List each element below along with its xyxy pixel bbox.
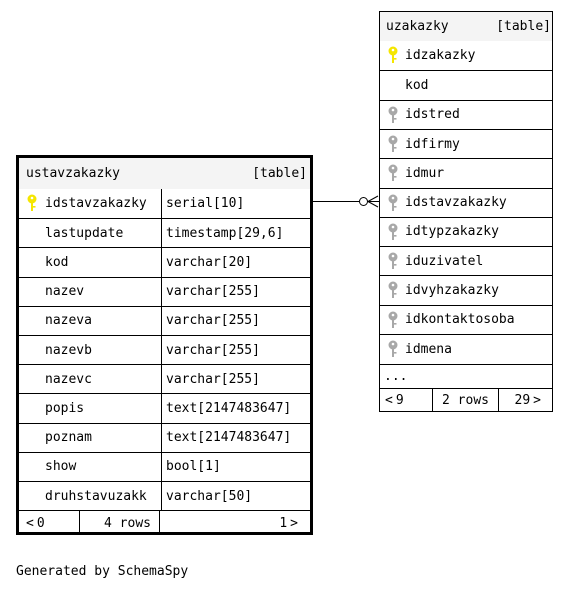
column-row-popis[interactable]: popis text[2147483647] bbox=[19, 393, 310, 423]
column-name: idstred bbox=[405, 107, 460, 123]
column-type: varchar[255] bbox=[161, 336, 310, 365]
column-type: varchar[255] bbox=[161, 365, 310, 394]
column-name: popis bbox=[45, 400, 85, 416]
column-row-idtypzakazky[interactable]: idtypzakazky bbox=[380, 216, 552, 246]
table-footer: <9 2 rows 29> bbox=[380, 388, 552, 411]
parent-count: 0 bbox=[36, 515, 45, 531]
column-row-druhstavuzakk[interactable]: druhstavuzakk varchar[50] bbox=[19, 481, 310, 511]
column-name: nazev bbox=[45, 284, 85, 300]
column-row-idstavzakazky[interactable]: idstavzakazky bbox=[380, 187, 552, 217]
column-name: nazevc bbox=[45, 371, 92, 387]
column-name: druhstavuzakk bbox=[45, 488, 147, 504]
column-row-idzakazky[interactable]: idzakazky bbox=[380, 41, 552, 70]
column-row-idstred[interactable]: idstred bbox=[380, 99, 552, 129]
foreign-key-icon bbox=[387, 135, 399, 153]
column-row-lastupdate[interactable]: lastupdate timestamp[29,6] bbox=[19, 218, 310, 248]
column-row-idkontaktosoba[interactable]: idkontaktosoba bbox=[380, 304, 552, 334]
table-header: uzakazky [table] bbox=[380, 12, 552, 41]
column-row-nazev[interactable]: nazev varchar[255] bbox=[19, 276, 310, 306]
foreign-key-icon bbox=[387, 164, 399, 182]
column-row-idvyhzakazky[interactable]: idvyhzakazky bbox=[380, 275, 552, 304]
column-row-show[interactable]: show bool[1] bbox=[19, 451, 310, 481]
column-name: idtypzakazky bbox=[405, 224, 499, 240]
column-type: text[2147483647] bbox=[161, 394, 310, 423]
table-ustavzakazky[interactable]: ustavzakazky [table] idstavzakazky serial… bbox=[16, 155, 313, 535]
child-count: 1 bbox=[279, 515, 288, 531]
foreign-key-icon bbox=[387, 106, 399, 124]
column-type: varchar[255] bbox=[161, 277, 310, 306]
column-row-poznam[interactable]: poznam text[2147483647] bbox=[19, 422, 310, 452]
foreign-key-icon bbox=[387, 252, 399, 270]
column-name: kod bbox=[45, 254, 69, 270]
chevron-right-icon: > bbox=[533, 392, 541, 408]
column-name: idfirmy bbox=[405, 136, 460, 152]
children-link[interactable]: 29> bbox=[498, 389, 552, 411]
foreign-key-icon bbox=[387, 281, 399, 299]
foreign-key-icon bbox=[387, 311, 399, 329]
column-type: serial[10] bbox=[161, 189, 310, 219]
parents-link[interactable]: <0 bbox=[23, 511, 45, 535]
children-link[interactable]: 1> bbox=[159, 511, 310, 535]
column-name: kod bbox=[405, 77, 429, 93]
row-count: 4 rows bbox=[79, 511, 159, 535]
column-name: idmur bbox=[405, 165, 445, 181]
column-name: idstavzakazky bbox=[45, 196, 147, 212]
column-row-idfirmy[interactable]: idfirmy bbox=[380, 128, 552, 158]
child-count: 29 bbox=[514, 392, 531, 408]
column-row-kod[interactable]: kod varchar[20] bbox=[19, 247, 310, 277]
column-name: idzakazky bbox=[405, 48, 476, 64]
column-name: poznam bbox=[45, 430, 92, 446]
column-name: show bbox=[45, 459, 77, 475]
column-type: timestamp[29,6] bbox=[161, 219, 310, 248]
parents-link[interactable]: <9 bbox=[380, 389, 432, 411]
column-name: nazeva bbox=[45, 313, 92, 329]
chevron-right-icon: > bbox=[290, 515, 298, 531]
table-uzakazky[interactable]: uzakazky [table] idzakazky kod idstred idfi… bbox=[379, 11, 553, 412]
foreign-key-icon bbox=[387, 194, 399, 212]
column-name: lastupdate bbox=[45, 225, 124, 241]
column-row-nazevb[interactable]: nazevb varchar[255] bbox=[19, 335, 310, 365]
table-footer: <0 4 rows 1> bbox=[19, 510, 310, 535]
column-type: varchar[50] bbox=[161, 482, 310, 511]
column-row-nazevc[interactable]: nazevc varchar[255] bbox=[19, 364, 310, 394]
column-type: bool[1] bbox=[161, 452, 310, 481]
chevron-left-icon: < bbox=[385, 392, 393, 408]
column-name: idvyhzakazky bbox=[405, 283, 499, 299]
column-name: iduzivatel bbox=[405, 253, 484, 269]
column-row-idmur[interactable]: idmur bbox=[380, 158, 552, 187]
table-name[interactable]: ustavzakazky bbox=[26, 166, 120, 181]
column-name: idmena bbox=[405, 341, 452, 357]
more-columns-row: ... bbox=[380, 364, 552, 388]
parent-count: 9 bbox=[395, 392, 404, 408]
foreign-key-icon bbox=[387, 340, 399, 358]
chevron-left-icon: < bbox=[26, 515, 34, 531]
column-row-idstavzakazky[interactable]: idstavzakazky serial[10] bbox=[19, 189, 310, 219]
column-row-nazeva[interactable]: nazeva varchar[255] bbox=[19, 305, 310, 335]
column-row-idmena[interactable]: idmena bbox=[380, 334, 552, 363]
ellipsis: ... bbox=[384, 369, 408, 384]
relationship-zero-marker bbox=[359, 197, 368, 206]
column-row-iduzivatel[interactable]: iduzivatel bbox=[380, 246, 552, 275]
table-name[interactable]: uzakazky bbox=[386, 19, 449, 34]
table-kind: [table] bbox=[252, 166, 307, 181]
column-name: nazevb bbox=[45, 342, 92, 358]
primary-key-icon bbox=[387, 46, 399, 64]
column-row-kod[interactable]: kod bbox=[380, 70, 552, 99]
column-type: text[2147483647] bbox=[161, 423, 310, 452]
generated-by-text: Generated by SchemaSpy bbox=[16, 564, 189, 579]
table-header: ustavzakazky [table] bbox=[19, 158, 310, 189]
primary-key-icon bbox=[26, 194, 38, 212]
table-kind: [table] bbox=[496, 19, 551, 34]
relationship-crowfoot-marker bbox=[367, 195, 379, 208]
column-type: varchar[255] bbox=[161, 306, 310, 335]
row-count: 2 rows bbox=[432, 389, 498, 411]
column-name: idkontaktosoba bbox=[405, 312, 515, 328]
column-type: varchar[20] bbox=[161, 248, 310, 277]
column-name: idstavzakazky bbox=[405, 195, 507, 211]
foreign-key-icon bbox=[387, 223, 399, 241]
